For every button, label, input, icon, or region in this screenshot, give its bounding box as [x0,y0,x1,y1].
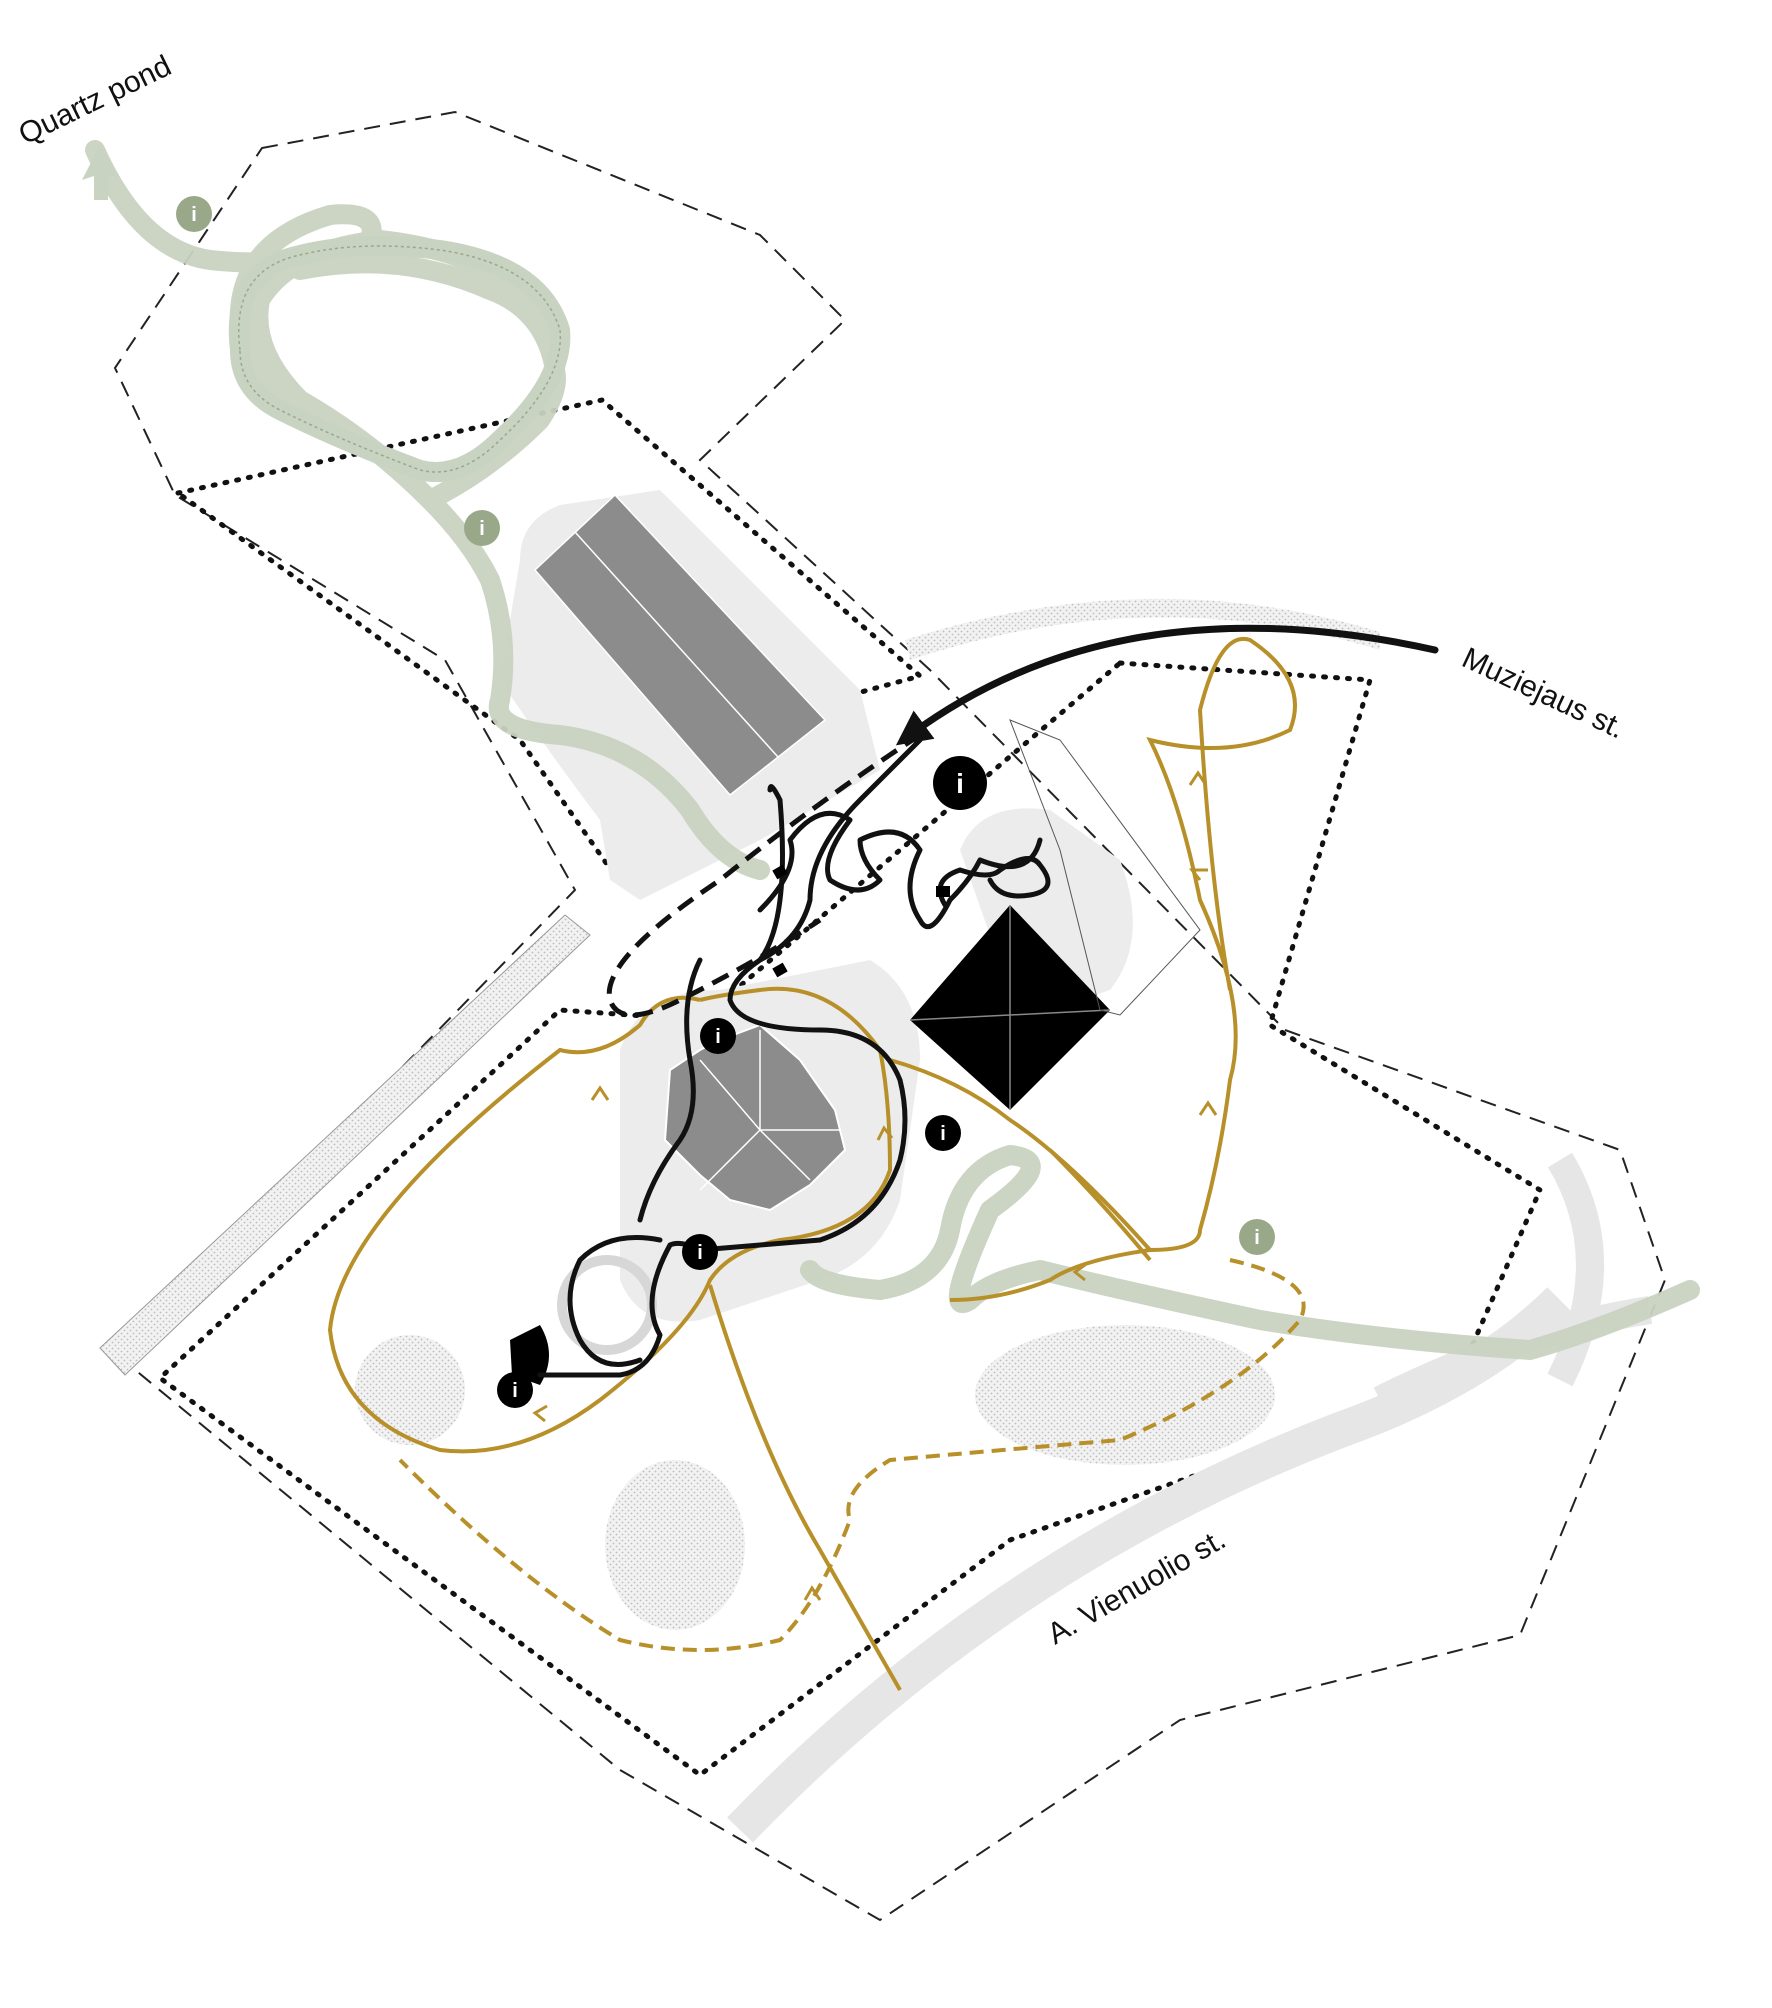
quartz-pond-label: Quartz pond [14,49,177,151]
svg-text:i: i [715,1026,721,1048]
gold-arrow-icon [1072,1263,1086,1282]
quartz-pond-arrow-icon [82,145,120,200]
dotted-lawn-west [355,1335,465,1445]
black-route-north-spur [757,784,785,963]
entrance-mark [772,864,788,880]
info-icon[interactable]: i [1239,1219,1275,1255]
info-markers-black: i i i i i [497,756,987,1408]
outer-boundary [103,110,1667,1922]
green-trail-loop-centerline [238,245,562,473]
muziejaus-street-label: Muziejaus st. [1457,641,1630,745]
inner-boundary-south [156,660,1544,1779]
dotted-lawn-east [975,1325,1275,1465]
east-paved-branch [1373,1152,1653,1413]
railway-band [99,914,591,1376]
black-route-upper [757,810,1043,930]
info-icon[interactable]: i [933,756,987,810]
gold-route-return [949,1148,1152,1302]
info-icon[interactable]: i [497,1372,533,1408]
info-icon[interactable]: i [682,1234,718,1270]
black-route-dashed [606,732,922,1018]
svg-text:i: i [956,768,964,799]
gold-route-south [708,1284,902,1691]
gold-arrow-icon [1188,770,1208,786]
muziejaus-street-line [895,624,1439,746]
info-icon[interactable]: i [925,1115,961,1151]
kiosk-black [510,1325,549,1385]
east-structure-outline [1009,719,1201,1016]
entrance-mark [936,886,950,897]
info-markers-green: i i i [176,196,1275,1255]
gold-arrow-icon [1198,1100,1218,1116]
building-east-diagonals [909,905,1111,1110]
black-route-loop-east [937,856,1051,908]
gold-arrow-icon [1188,868,1208,881]
gold-arrow-icon [803,1585,822,1601]
muziejaus-road-band [905,598,1380,660]
svg-text:i: i [191,204,197,226]
svg-text:i: i [940,1123,946,1145]
svg-text:i: i [1254,1227,1260,1249]
gold-route-east [889,636,1297,1253]
building-central-roof-lines [699,1030,840,1191]
gold-route-arrows [532,770,1218,1601]
gold-arrow-icon [590,1085,610,1101]
svg-text:i: i [697,1242,703,1264]
svg-text:i: i [479,518,485,540]
info-icon[interactable]: i [176,196,212,232]
gold-route-dashed [398,1258,1306,1652]
building-north [533,493,827,797]
building-north-ridge [574,531,779,758]
info-icon[interactable]: i [464,510,500,546]
entrance-mark [772,962,788,978]
gold-arrow-icon [532,1404,548,1423]
dotted-lawn-south [605,1460,745,1630]
info-icon[interactable]: i [700,1018,736,1054]
gold-arrow-icon [876,1125,894,1141]
svg-text:i: i [512,1380,518,1402]
